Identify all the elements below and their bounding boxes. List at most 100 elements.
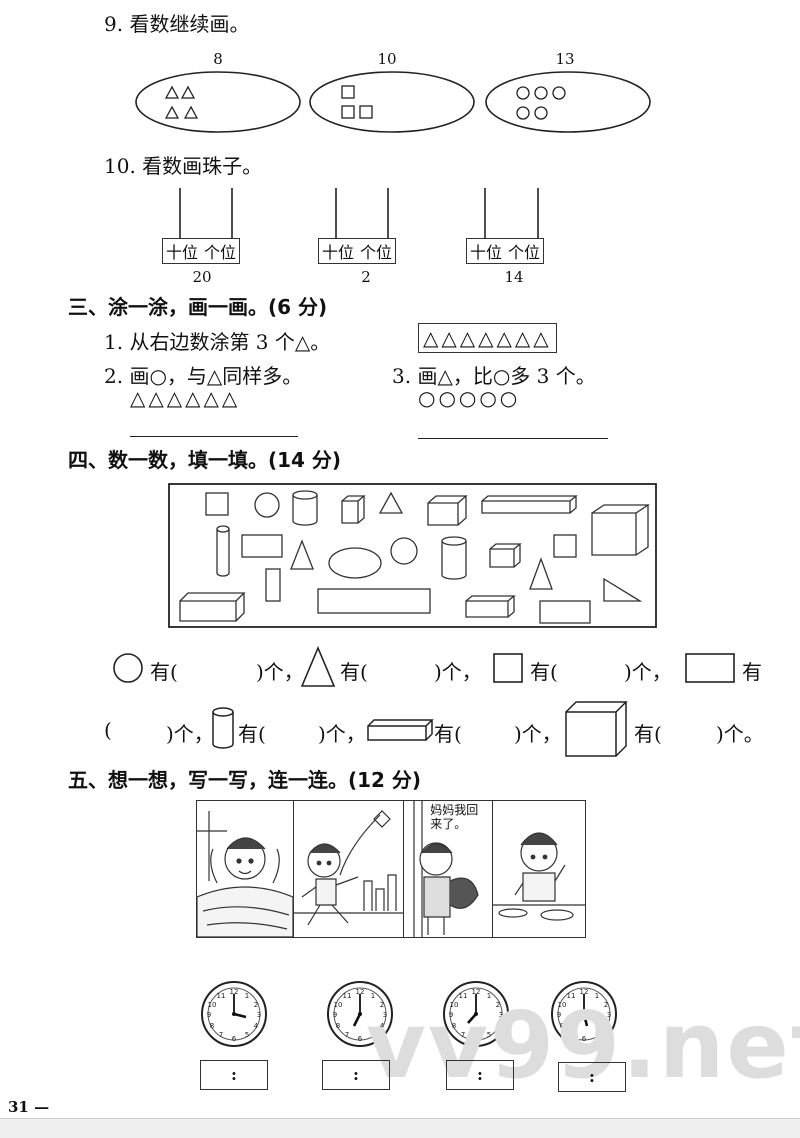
triangle-count-prefix: 有( [340, 660, 368, 684]
q10-abacus-1-labels: 十位 个位 [162, 238, 241, 264]
shape-rectangle-2 [539, 600, 591, 624]
svg-text:4: 4 [254, 1022, 259, 1030]
svg-text:10: 10 [558, 1001, 567, 1009]
cube-count-prefix: 有( [634, 722, 662, 746]
svg-text:10: 10 [334, 1001, 343, 1009]
q9-oval-3 [485, 71, 651, 133]
square-count-prefix: 有( [530, 660, 558, 684]
svg-text:9: 9 [207, 1011, 211, 1019]
q10-abacus-rods [179, 188, 539, 238]
cuboid-count-suffix: )个， [514, 722, 562, 746]
q10-number-2: 2 [361, 268, 371, 286]
shape-cylinder-body [292, 495, 318, 526]
shape-large-cube [591, 504, 651, 556]
q9-squares [341, 85, 373, 119]
q9-number-1: 8 [213, 50, 223, 68]
q10-title: 10. 看数画珠子。 [104, 154, 263, 178]
svg-text:11: 11 [343, 992, 352, 1000]
shape-cylinder-top [292, 490, 318, 500]
svg-text:9: 9 [449, 1011, 453, 1019]
svg-text:7: 7 [569, 1031, 573, 1039]
shape-long-rectangle [317, 588, 431, 614]
svg-text:12: 12 [580, 988, 589, 996]
svg-text:6: 6 [358, 1035, 363, 1043]
svg-text:1: 1 [371, 992, 375, 1000]
circle-count-suffix: )个， [256, 660, 304, 684]
cylinder-icon [212, 707, 234, 749]
cube-count-suffix: )个。 [716, 722, 764, 746]
shape-circle [254, 492, 280, 518]
ones-label: 个位 [204, 243, 237, 262]
sec3-item3-circles: ○○○○○ [418, 386, 521, 410]
q9-oval-2 [309, 71, 475, 133]
q9-number-3: 13 [555, 50, 575, 68]
q10-abacus-2-labels: 十位 个位 [318, 238, 397, 264]
q10-number-3: 14 [504, 268, 524, 286]
svg-text:8: 8 [210, 1022, 214, 1030]
svg-text:3: 3 [383, 1011, 387, 1019]
svg-text:9: 9 [557, 1011, 561, 1019]
ones-label: 个位 [508, 243, 541, 262]
time-box-4[interactable]: : [558, 1062, 626, 1092]
shape-triangle [378, 491, 404, 514]
sec5-heading: 五、想一想，写一写，连一连。(12 分) [68, 768, 422, 792]
svg-text:11: 11 [217, 992, 226, 1000]
q9-number-2: 10 [377, 50, 397, 68]
shape-thin-cylinder [216, 529, 230, 577]
comic-strip: 妈妈我回来了。 [196, 800, 586, 938]
watermark: vv99.net [366, 992, 800, 1099]
triangle-count-suffix: )个， [434, 660, 482, 684]
comic-panel-eating [493, 801, 585, 937]
svg-text:5: 5 [487, 1031, 491, 1039]
cuboid-icon [367, 719, 434, 741]
shape-rectangle [241, 534, 283, 558]
shape-tall-triangle [290, 539, 314, 570]
rectangle-count-open: ( [104, 718, 112, 742]
cylinder-count-prefix: 有( [238, 722, 266, 746]
q10-number-1: 20 [192, 268, 212, 286]
shape-circle-2 [390, 537, 418, 565]
q9-ovals [135, 71, 651, 133]
time-box-3[interactable]: : [446, 1060, 514, 1090]
cylinder-count-suffix: )个， [318, 722, 366, 746]
svg-text:12: 12 [472, 988, 481, 996]
svg-text:3: 3 [499, 1011, 503, 1019]
ones-label: 个位 [360, 243, 393, 262]
svg-text:11: 11 [567, 992, 576, 1000]
hour-hand [233, 1012, 247, 1019]
svg-text:10: 10 [450, 1001, 459, 1009]
svg-text:2: 2 [254, 1001, 258, 1009]
q9-circles [516, 86, 566, 120]
sec3-item2-triangles: △△△△△△ [130, 386, 241, 410]
svg-text:1: 1 [595, 992, 599, 1000]
sec4-shapes-box [168, 483, 657, 628]
comic-panel-running [293, 801, 405, 937]
shape-triangle-2 [529, 557, 553, 590]
shape-flat-cuboid [179, 592, 246, 622]
sec4-heading: 四、数一数，填一填。(14 分) [68, 448, 342, 472]
sec3-item3-answer-line[interactable] [418, 438, 608, 439]
shape-oval [328, 547, 382, 579]
time-box-2[interactable]: : [322, 1060, 390, 1090]
sec3-item1-triangles[interactable]: △△△△△△△ [418, 323, 557, 353]
speech-bubble: 妈妈我回来了。 [430, 803, 479, 831]
shape-long-cuboid [481, 495, 578, 514]
svg-text:5: 5 [595, 1031, 599, 1039]
svg-text:11: 11 [459, 992, 468, 1000]
rectangle-count-suffix: )个， [166, 722, 214, 746]
time-box-1[interactable]: : [200, 1060, 268, 1090]
rectangle-count-prefix: 有 [742, 660, 762, 684]
svg-text:9: 9 [333, 1011, 337, 1019]
svg-text:10: 10 [208, 1001, 217, 1009]
sec3-item2-answer-line[interactable] [130, 436, 298, 437]
svg-text:8: 8 [560, 1022, 564, 1030]
shape-cube [427, 495, 468, 526]
svg-text:3: 3 [607, 1011, 611, 1019]
svg-text:4: 4 [380, 1022, 385, 1030]
svg-text:2: 2 [604, 1001, 608, 1009]
svg-text:1: 1 [245, 992, 249, 1000]
tens-label: 十位 [470, 243, 503, 262]
square-icon [493, 653, 523, 683]
